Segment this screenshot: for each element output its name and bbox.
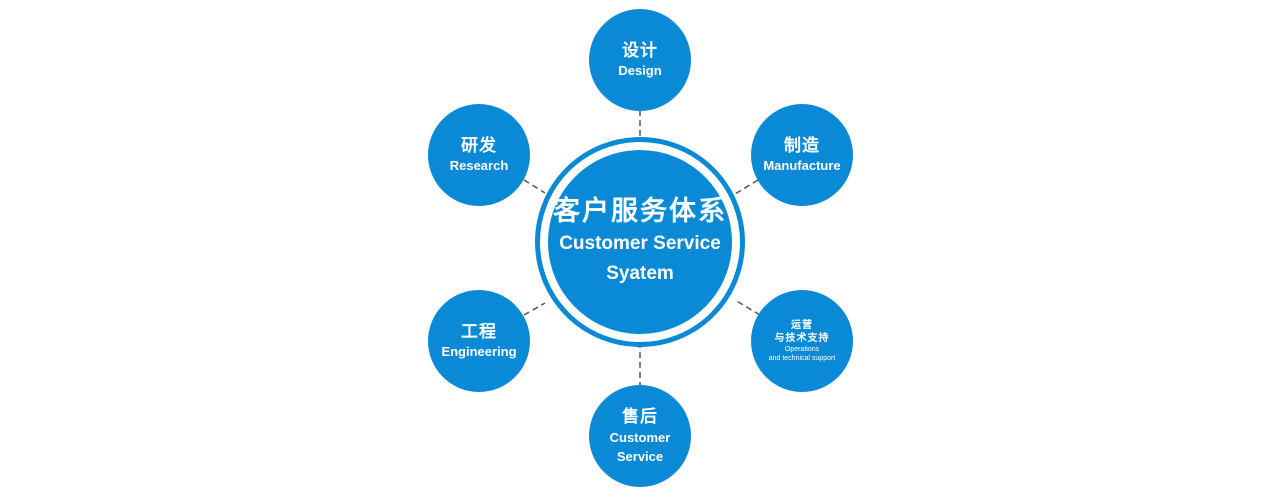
node-design: 设计 Design — [589, 9, 691, 111]
connector-engineering — [523, 302, 546, 316]
center-hub: 客户服务体系 Customer Service Syatem — [548, 150, 732, 334]
node-design-en: Design — [618, 62, 662, 78]
node-operations: 运营 与技术支持 Operations and technical suppor… — [751, 290, 853, 392]
node-research-zh: 研发 — [461, 135, 497, 156]
center-title-en-line1: Customer Service — [559, 233, 721, 254]
node-research: 研发 Research — [428, 104, 530, 206]
center-title-zh: 客户服务体系 — [553, 196, 727, 227]
node-engineering-zh: 工程 — [461, 321, 497, 342]
node-manufacture: 制造 Manufacture — [751, 104, 853, 206]
node-engineering-en: Engineering — [441, 343, 517, 359]
node-operations-zh-line1: 运营 — [791, 320, 813, 331]
node-engineering: 工程 Engineering — [428, 290, 530, 392]
node-operations-zh-line2: 与技术支持 — [774, 333, 830, 344]
node-after-sales-en-line1: Customer — [609, 429, 671, 445]
node-operations-en-line2: and technical support — [768, 355, 836, 362]
node-after-sales-en-line2: Service — [616, 448, 664, 464]
node-design-zh: 设计 — [622, 40, 658, 61]
connector-manufacture — [734, 179, 759, 195]
node-manufacture-zh: 制造 — [784, 135, 820, 156]
connector-operations — [734, 299, 761, 316]
node-operations-en-line1: Operations — [784, 346, 820, 353]
node-manufacture-en: Manufacture — [763, 157, 841, 173]
node-research-en: Research — [449, 157, 509, 173]
connector-research — [523, 179, 546, 194]
center-title-en-line2: Syatem — [606, 263, 674, 284]
node-after-sales-zh: 售后 — [622, 406, 658, 427]
node-after-sales: 售后 Customer Service — [589, 385, 691, 487]
